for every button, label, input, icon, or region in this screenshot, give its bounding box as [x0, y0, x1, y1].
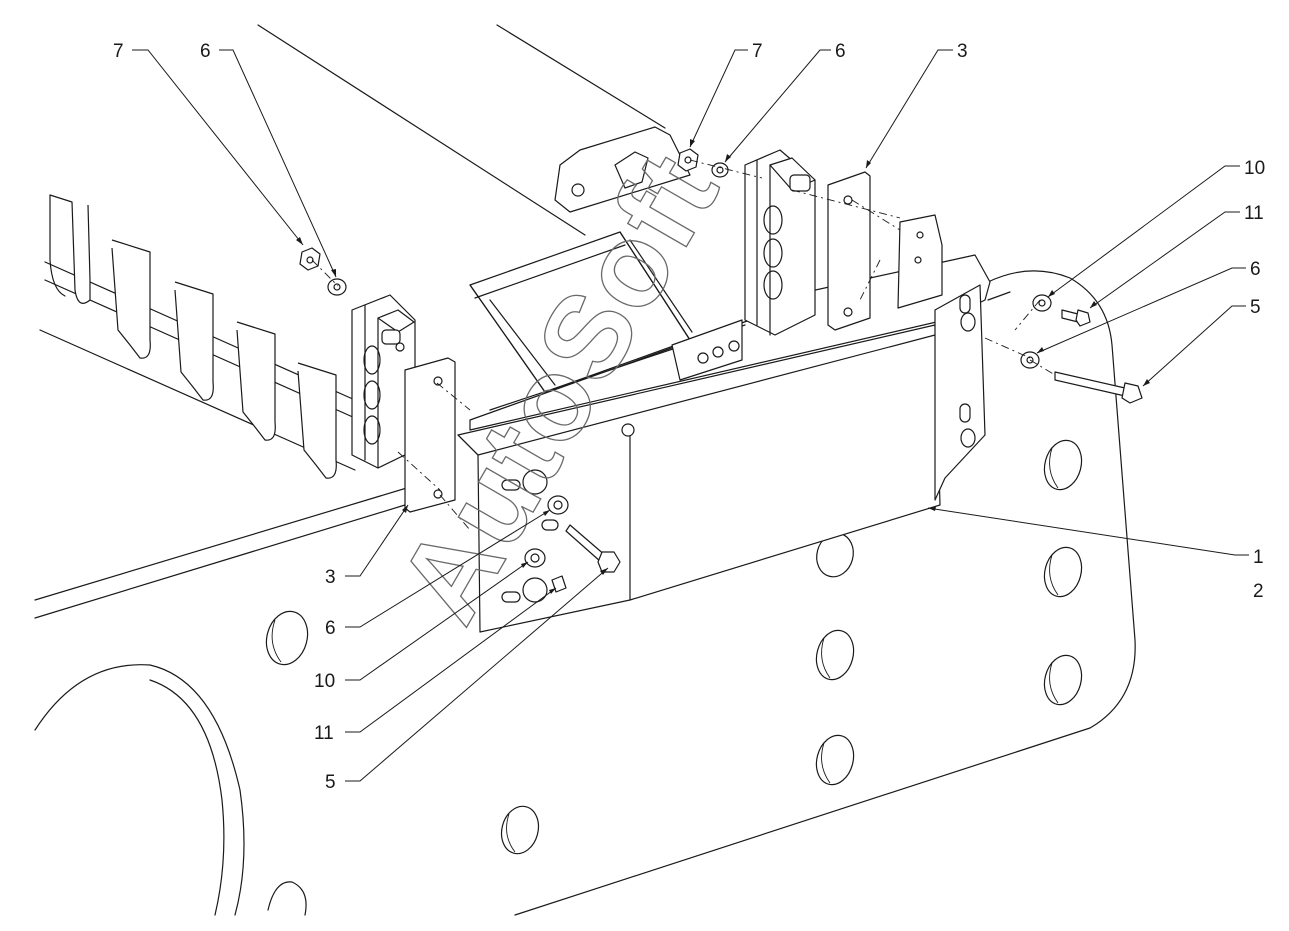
bolt-head-icon	[597, 551, 621, 573]
callout-label: 10	[314, 671, 335, 692]
frame-structure	[34, 24, 1136, 916]
right-bracket-block	[744, 149, 816, 336]
callout-label: 1	[1253, 547, 1264, 568]
right-plate	[827, 171, 871, 331]
callout-label: 11	[314, 723, 334, 744]
callout-label: 3	[325, 567, 336, 588]
callout-label: 5	[1250, 297, 1261, 318]
callout-label: 7	[752, 41, 763, 62]
tine	[111, 239, 151, 359]
callout-label: 6	[325, 618, 336, 639]
tine	[236, 321, 276, 441]
plate-holes	[265, 439, 1083, 916]
tine	[49, 194, 91, 304]
washer-icon	[327, 278, 347, 296]
tine	[297, 362, 337, 479]
callout-label: 10	[1244, 158, 1265, 179]
callout-label: 2	[1253, 581, 1264, 602]
callout-label: 6	[200, 41, 211, 62]
bolt-head-icon	[1075, 309, 1091, 327]
right-end-plate	[897, 214, 943, 309]
callout-label: 6	[835, 41, 846, 62]
assembly-center-lines	[311, 159, 1056, 531]
nut-icon	[677, 148, 699, 172]
tine	[174, 281, 214, 401]
tine-bar	[39, 194, 356, 479]
callout-label: 11	[1244, 203, 1264, 224]
callout-label: 7	[113, 41, 124, 62]
callout-label: 5	[325, 772, 336, 793]
washer-icon	[524, 548, 546, 568]
washer-icon	[711, 162, 729, 178]
central-trough	[469, 231, 693, 393]
washer-icon	[1032, 294, 1052, 312]
callout-label: 3	[957, 41, 968, 62]
callout-label: 6	[1250, 259, 1261, 280]
callouts: 7 6 7 6 3 10 11 6 5 1	[113, 41, 1265, 793]
washer-icon	[547, 495, 569, 515]
bolt-head-icon	[1121, 382, 1143, 404]
nut-icon	[299, 247, 321, 271]
